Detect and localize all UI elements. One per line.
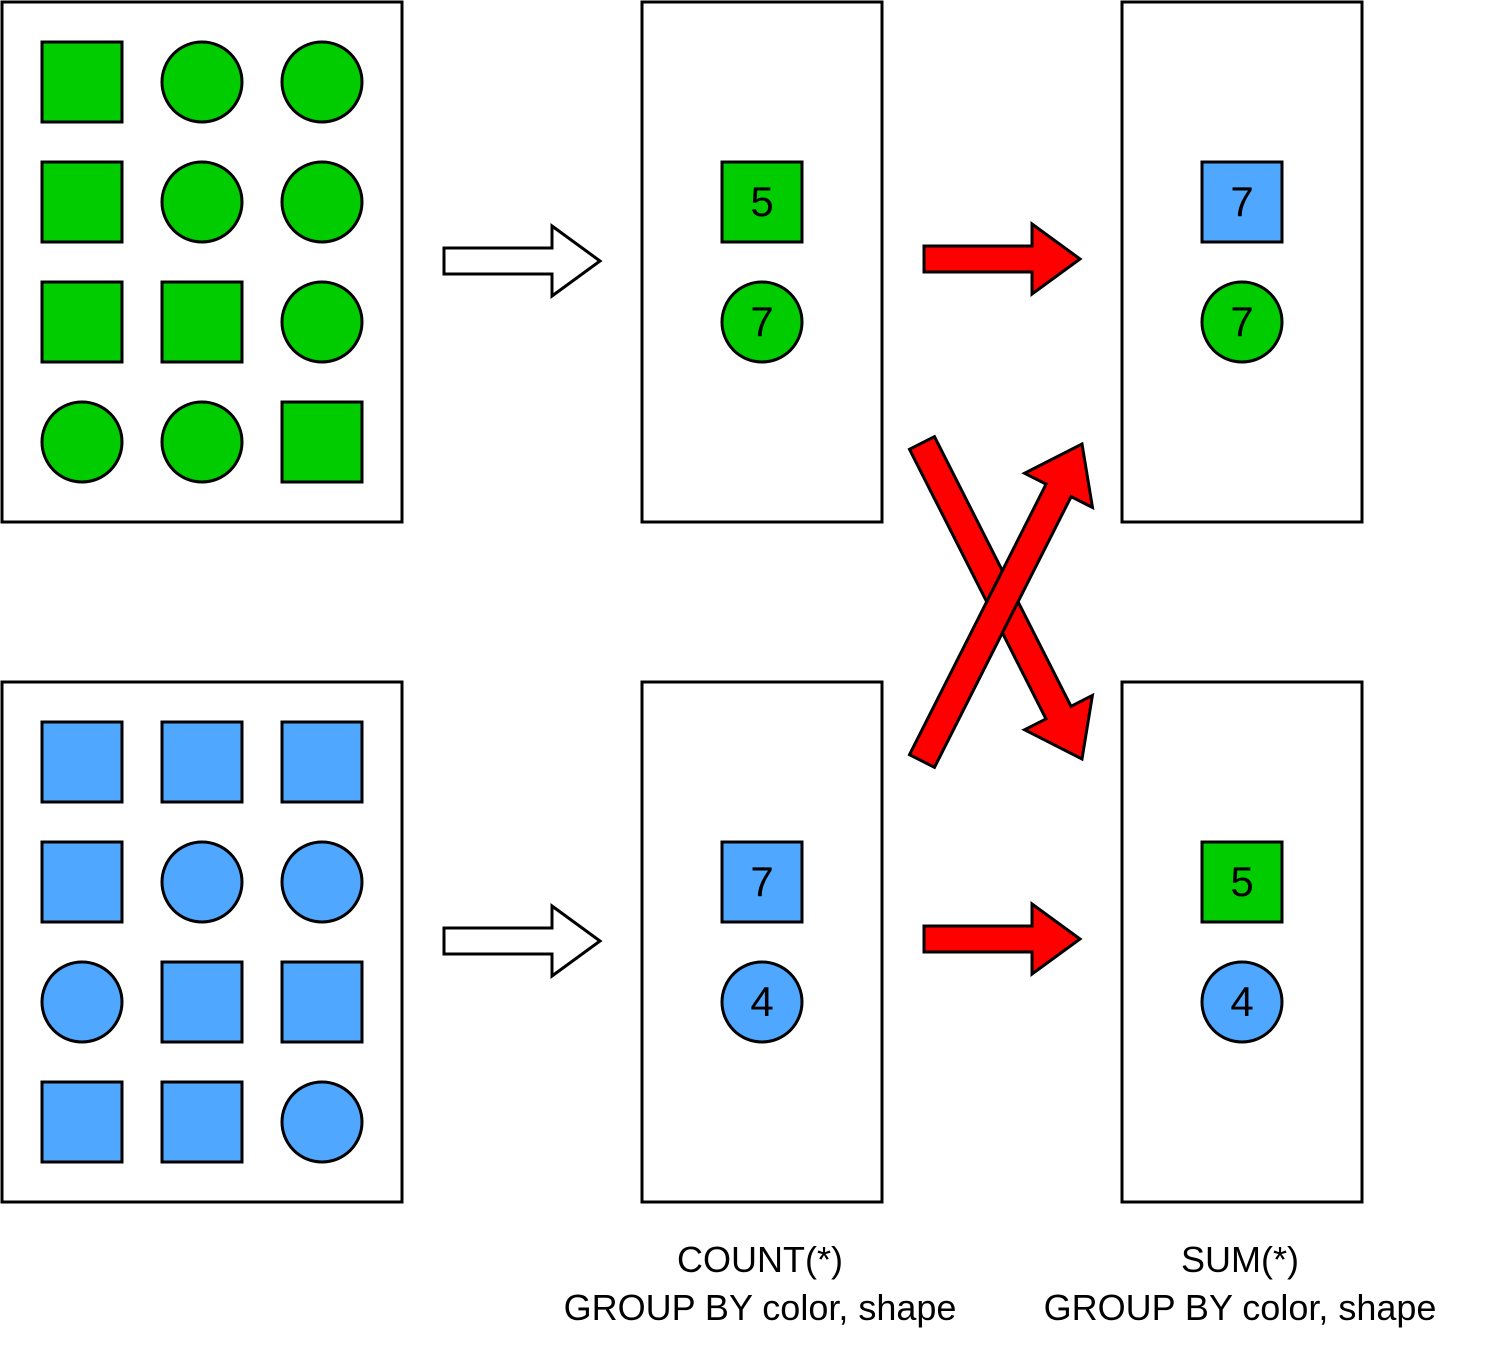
square-shape <box>40 160 124 244</box>
square-shape <box>280 960 364 1044</box>
square-shape <box>280 720 364 804</box>
square-shape <box>160 1080 244 1164</box>
count-value-label: 4 <box>750 978 773 1025</box>
count-green-square <box>720 160 804 244</box>
count-green-circle <box>720 280 804 364</box>
count-value-label: 7 <box>750 298 773 345</box>
sum-caption: SUM(*) GROUP BY color, shape <box>1000 1236 1480 1332</box>
circle-shape <box>280 160 364 244</box>
square-shape <box>40 720 124 804</box>
count-caption: COUNT(*) GROUP BY color, shape <box>520 1236 1000 1332</box>
sum-value-label: 4 <box>1230 978 1253 1025</box>
count-panel-green <box>640 0 884 524</box>
square-shape <box>160 720 244 804</box>
square-shape <box>160 280 244 364</box>
circle-shape <box>160 400 244 484</box>
square-shape <box>40 280 124 364</box>
sum-green-square <box>1200 840 1284 924</box>
circle-shape <box>160 840 244 924</box>
circle-shape <box>160 160 244 244</box>
circle-shape <box>40 400 124 484</box>
count-value-label: 5 <box>750 178 773 225</box>
sum-caption-line1: SUM(*) <box>1181 1239 1299 1280</box>
square-shape <box>40 40 124 124</box>
circle-shape <box>160 40 244 124</box>
circle-shape <box>280 280 364 364</box>
white-arrow-top <box>442 223 603 299</box>
square-shape <box>40 840 124 924</box>
sum-green-circle <box>1200 280 1284 364</box>
circle-shape <box>40 960 124 1044</box>
circle-shape <box>280 40 364 124</box>
count-value-label: 7 <box>750 858 773 905</box>
count-blue-circle <box>720 960 804 1044</box>
sum-value-label: 5 <box>1230 858 1253 905</box>
count-panel-blue <box>640 680 884 1204</box>
square-shape <box>40 1080 124 1164</box>
count-blue-square <box>720 840 804 924</box>
sum-caption-line2: GROUP BY color, shape <box>1043 1287 1437 1328</box>
red-arrow-bottom <box>922 901 1083 977</box>
sum-value-label: 7 <box>1230 298 1253 345</box>
red-arrow-top <box>922 221 1083 297</box>
sum-panel-bottom <box>1120 680 1364 1204</box>
circle-shape <box>280 840 364 924</box>
sum-value-label: 7 <box>1230 178 1253 225</box>
count-caption-line2: GROUP BY color, shape <box>563 1287 957 1328</box>
square-shape <box>160 960 244 1044</box>
sum-blue-square <box>1200 160 1284 244</box>
white-arrow-bottom <box>442 903 603 979</box>
sum-blue-circle <box>1200 960 1284 1044</box>
red-arrow-cross-up <box>907 441 1095 770</box>
circle-shape <box>280 1080 364 1164</box>
count-caption-line1: COUNT(*) <box>677 1239 843 1280</box>
sum-panel-top <box>1120 0 1364 524</box>
square-shape <box>280 400 364 484</box>
